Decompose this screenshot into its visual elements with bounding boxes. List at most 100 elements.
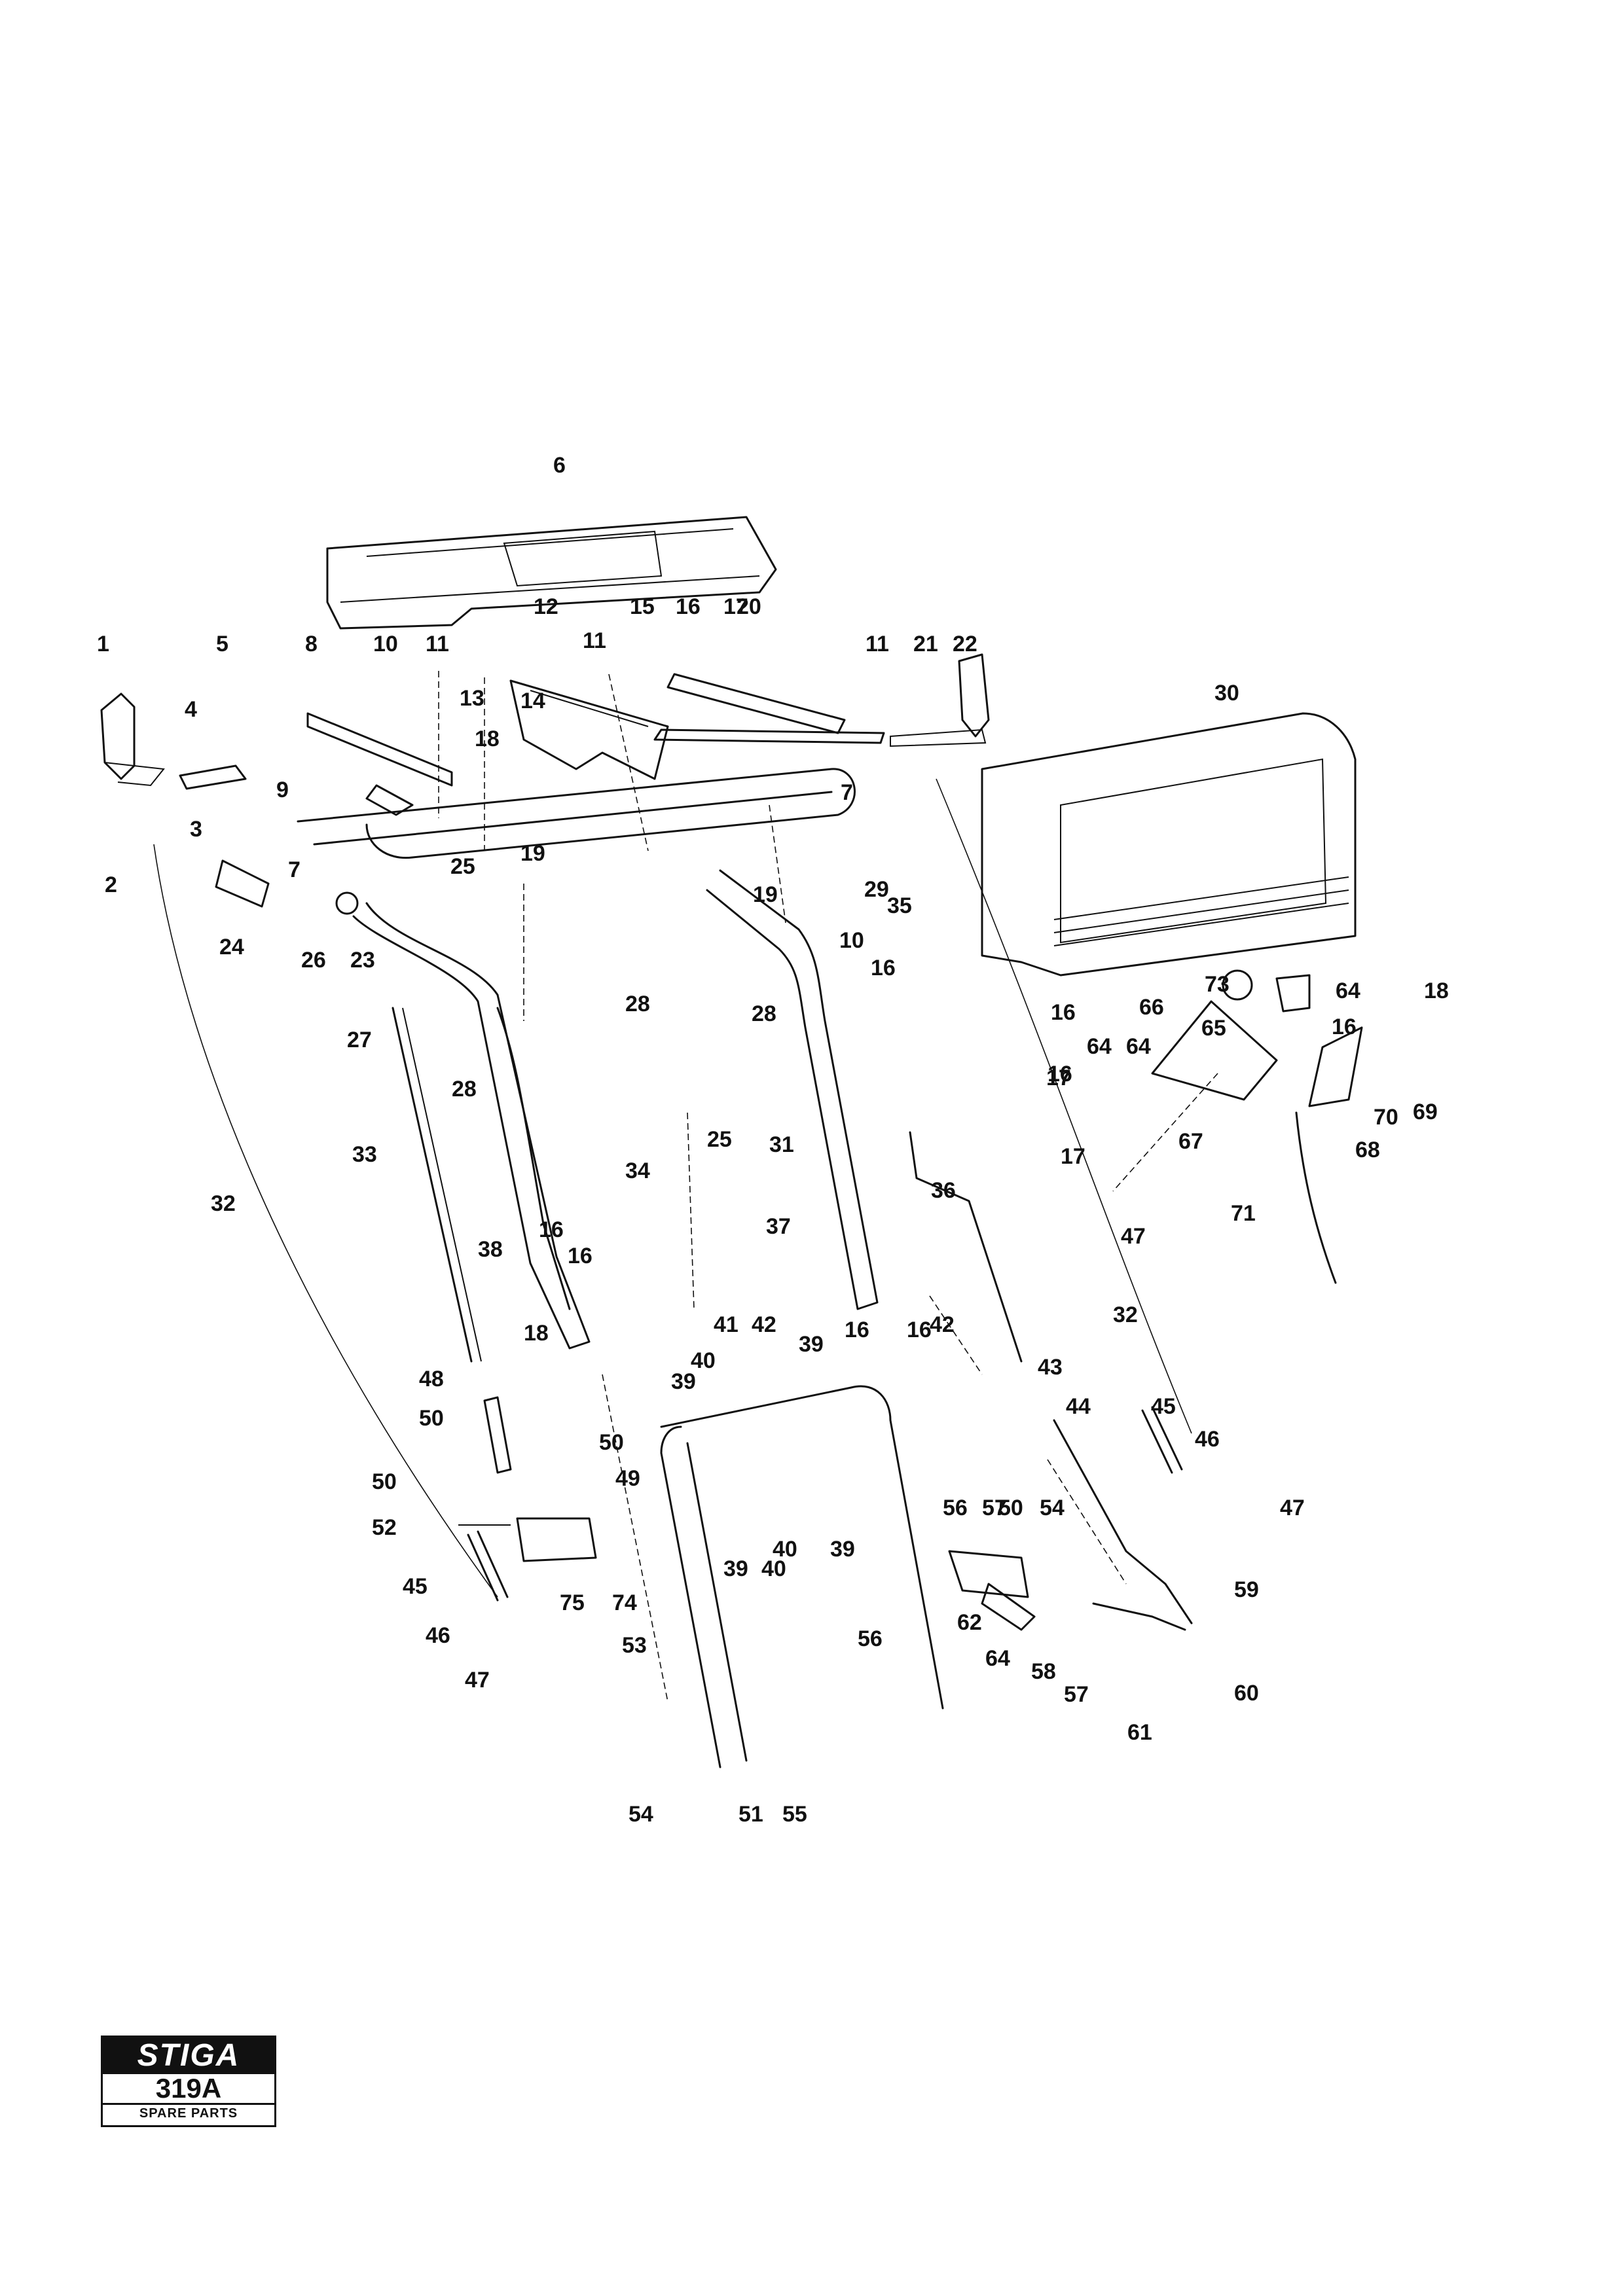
callout-label: 61 (1127, 1720, 1152, 1745)
callout-label: 16 (539, 1217, 564, 1242)
callout-label: 50 (599, 1430, 624, 1455)
stiga-logo: STIGA 319A SPARE PARTS (101, 2036, 276, 2127)
callout-label: 15 (630, 594, 655, 619)
callout-label: 57 (982, 1496, 1007, 1520)
callout-label: 39 (799, 1332, 824, 1357)
callout-label: 39 (671, 1369, 696, 1394)
callout-label: 42 (930, 1312, 955, 1337)
callout-label: 35 (887, 893, 912, 918)
callout-label: 49 (615, 1466, 640, 1491)
callout-labels: 1 2 3 4 5 6 7 7 7 8 9 10 10 11 11 11 12 … (97, 453, 1449, 1827)
callout-label: 64 (1336, 978, 1360, 1003)
callout-label: 16 (845, 1318, 869, 1342)
callout-label: 16 (871, 956, 896, 980)
callout-label: 10 (373, 632, 398, 656)
callout-label: 18 (1424, 978, 1449, 1003)
callout-label: 33 (352, 1142, 377, 1167)
callout-label: 53 (622, 1633, 647, 1658)
callout-label: 73 (1205, 972, 1230, 997)
callout-label: 47 (1121, 1224, 1146, 1249)
callout-label: 75 (560, 1590, 585, 1615)
callout-label: 28 (452, 1077, 477, 1102)
callout-label: 45 (1151, 1394, 1176, 1419)
callout-label: 46 (426, 1623, 450, 1648)
callout-label: 51 (739, 1802, 763, 1827)
callout-label: 7 (841, 780, 853, 805)
callout-label: 18 (524, 1321, 549, 1346)
callout-label: 2 (105, 872, 117, 897)
logo-caption: SPARE PARTS (103, 2103, 274, 2122)
callout-label: 1 (97, 632, 109, 656)
callout-label: 18 (475, 726, 500, 751)
callout-label: 43 (1038, 1355, 1063, 1380)
callout-label: 16 (907, 1318, 932, 1342)
callout-label: 16 (568, 1244, 593, 1268)
callout-label: 65 (1201, 1016, 1226, 1041)
callout-label: 23 (350, 948, 375, 973)
callout-label: 16 (1332, 1014, 1357, 1039)
callout-label: 16 (1051, 1000, 1076, 1025)
callout-label: 28 (625, 992, 650, 1016)
callout-label: 55 (782, 1802, 807, 1827)
callout-label: 4 (185, 697, 197, 722)
callout-label: 56 (858, 1626, 883, 1651)
callout-label: 64 (1087, 1034, 1112, 1059)
callout-label: 11 (866, 632, 889, 656)
callout-label: 40 (773, 1537, 797, 1562)
callout-label: 47 (1280, 1496, 1305, 1520)
callout-label: 17 (723, 594, 748, 619)
callout-label: 19 (753, 882, 778, 907)
callout-label: 48 (419, 1367, 444, 1391)
callout-label: 9 (276, 778, 289, 802)
callout-label: 46 (1195, 1427, 1220, 1452)
callout-label: 13 (460, 686, 484, 711)
logo-model: 319A (155, 2073, 222, 2104)
callout-label: 24 (219, 935, 244, 960)
callout-label: 16 (676, 594, 701, 619)
callout-label: 71 (1231, 1201, 1256, 1226)
callout-label: 32 (1113, 1302, 1138, 1327)
callout-label: 64 (1126, 1034, 1151, 1059)
callout-label: 19 (520, 841, 545, 866)
callout-label: 58 (1031, 1659, 1056, 1684)
callout-label: 25 (707, 1127, 732, 1152)
callout-label: 3 (190, 817, 202, 842)
callout-label: 6 (553, 453, 566, 478)
callout-label: 66 (1139, 995, 1164, 1020)
logo-brand: STIGA (103, 2037, 274, 2074)
callout-label: 39 (723, 1556, 748, 1581)
callout-label: 28 (752, 1001, 776, 1026)
callout-label: 57 (1064, 1682, 1089, 1707)
callout-label: 36 (931, 1178, 956, 1203)
callout-label: 41 (714, 1312, 739, 1337)
callout-label: 40 (761, 1556, 786, 1581)
callout-label: 12 (534, 594, 558, 619)
callout-label: 52 (372, 1515, 397, 1540)
callout-label: 38 (478, 1237, 503, 1262)
callout-label: 47 (465, 1668, 490, 1693)
callout-label: 34 (625, 1158, 650, 1183)
callout-label: 7 (288, 857, 301, 882)
callout-label: 60 (1234, 1681, 1259, 1706)
callout-label: 54 (1040, 1496, 1065, 1520)
callout-label: 70 (1374, 1105, 1398, 1130)
parts-drawing (100, 516, 1363, 1768)
callout-label: 42 (752, 1312, 776, 1337)
callout-label: 50 (372, 1469, 397, 1494)
callout-label: 30 (1214, 681, 1239, 706)
callout-label: 27 (347, 1028, 372, 1052)
callout-label: 50 (419, 1406, 444, 1431)
callout-label: 29 (864, 877, 889, 902)
callout-label: 22 (953, 632, 977, 656)
callout-label: 10 (839, 928, 864, 953)
callout-label: 31 (769, 1132, 794, 1157)
callout-label: 59 (1234, 1577, 1259, 1602)
leader-lines (438, 671, 1218, 1702)
callout-label: 50 (998, 1496, 1023, 1520)
callout-label: 17 (1061, 1144, 1085, 1169)
callout-label: 25 (450, 854, 475, 879)
callout-label: 5 (216, 632, 228, 656)
callout-label: 69 (1413, 1100, 1438, 1124)
callout-label: 37 (766, 1214, 791, 1239)
